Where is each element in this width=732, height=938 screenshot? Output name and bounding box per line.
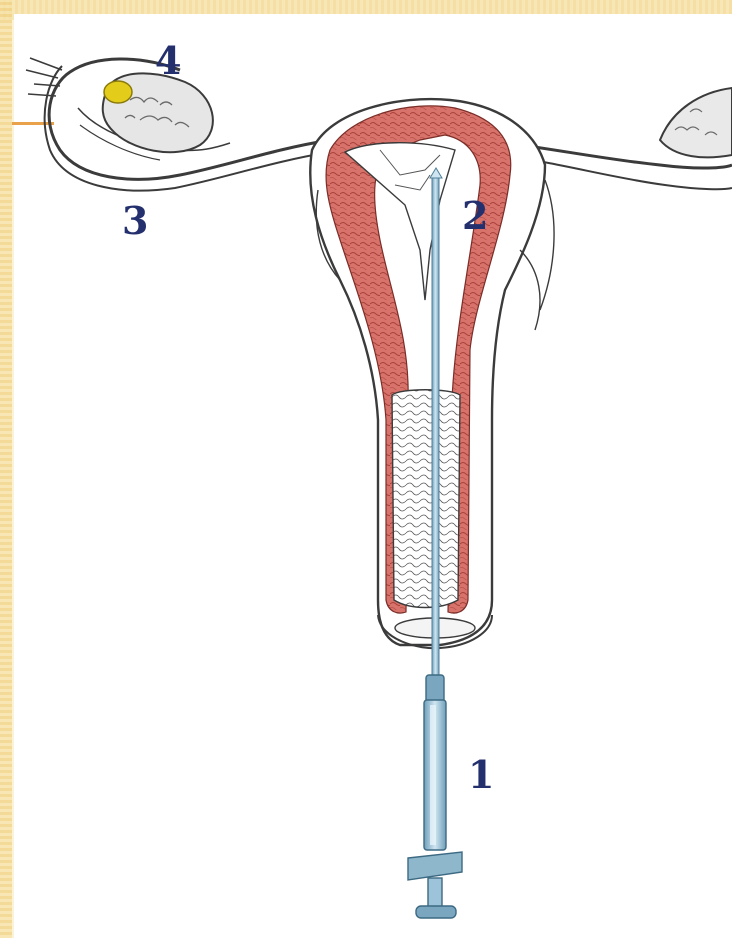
- label-ovary-number: 4: [155, 42, 181, 80]
- syringe-icon: [408, 675, 462, 918]
- label-uterus-number: 2: [462, 197, 488, 235]
- label-catheter-number: 1: [468, 756, 494, 794]
- follicle-icon: [104, 81, 132, 103]
- ovary-icon: [103, 73, 213, 152]
- label-tube-number: 3: [122, 202, 148, 240]
